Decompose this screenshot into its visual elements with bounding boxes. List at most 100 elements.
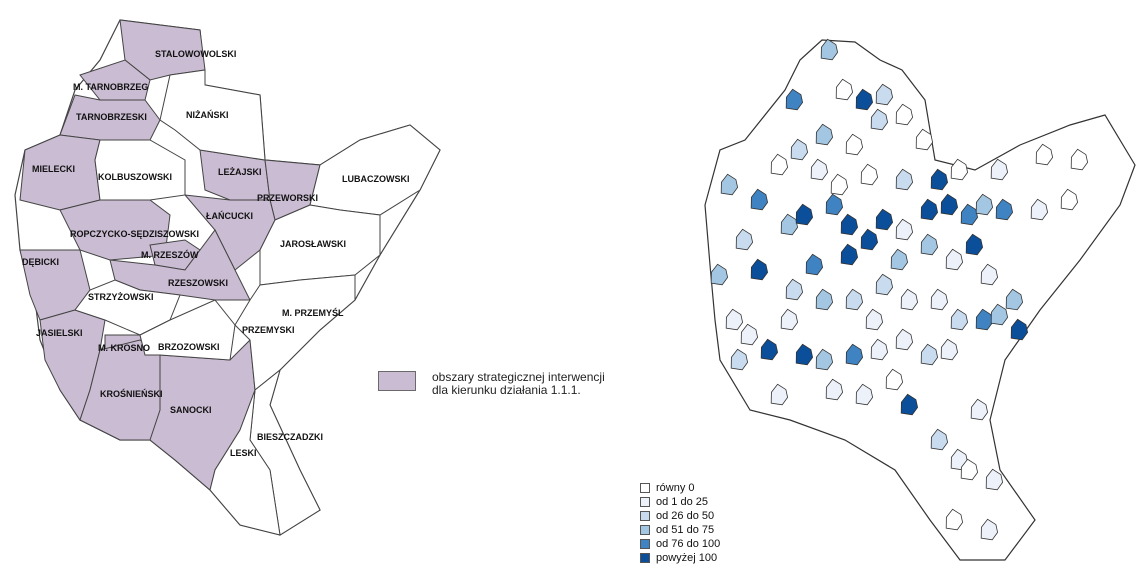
gmina-legend-row: od 76 do 100 — [640, 537, 720, 551]
label-kolbuszowski: KOLBUSZOWSKI — [98, 172, 172, 182]
gmina-cell — [845, 343, 864, 366]
label-przeworski: PRZEWORSKI — [257, 193, 318, 203]
gmina-cell — [1070, 148, 1089, 171]
gmina-cell — [995, 198, 1014, 221]
legend-swatch-3 — [640, 525, 650, 535]
gmina-cell — [1035, 143, 1054, 166]
gmina-cell — [840, 243, 859, 266]
gmina-cell — [795, 203, 814, 226]
gmina-cell — [750, 188, 769, 211]
gmina-cell — [735, 228, 754, 251]
gmina-cell — [1030, 198, 1049, 221]
legend-swatch-0 — [640, 483, 650, 493]
label-brzozowski: BRZOZOWSKI — [158, 342, 220, 352]
label-rzeszowski: RZESZOWSKI — [168, 278, 228, 288]
gmina-cell — [870, 108, 889, 131]
gmina-cell — [770, 153, 789, 176]
gmina-cell — [825, 193, 844, 216]
gmina-cell — [805, 253, 824, 276]
district-przemyski — [234, 274, 356, 391]
gmina-cell — [860, 163, 879, 186]
gmina-legend-row: powyżej 100 — [640, 551, 720, 565]
gmina-cell — [965, 233, 984, 256]
gmina-cell — [760, 338, 779, 361]
gmina-cell — [915, 128, 934, 151]
gmina-cell — [1010, 318, 1029, 341]
gmina-cell — [790, 138, 809, 161]
label-m-tarnobrzeg: M. TARNOBRZEG — [73, 82, 148, 92]
gmina-cell — [835, 78, 854, 101]
strategic-legend-text: obszary strategicznej interwencji dla ki… — [432, 371, 605, 397]
legend-label-3: od 51 do 75 — [656, 524, 715, 536]
district-leski — [209, 389, 281, 536]
gmina-cell — [980, 518, 999, 541]
gmina-cell — [845, 288, 864, 311]
gmina-cell — [920, 233, 939, 256]
gmina-legend-row: od 26 do 50 — [640, 509, 720, 523]
gmina-cell — [950, 308, 969, 331]
district-kolbuszowski — [94, 139, 186, 201]
gmina-cell — [945, 508, 964, 531]
label-lubaczowski: LUBACZOWSKI — [342, 174, 410, 184]
strategic-legend-line1: obszary strategicznej interwencji — [432, 370, 605, 384]
gmina-cell — [845, 133, 864, 156]
gmina-cell — [770, 383, 789, 406]
gmina-cell — [960, 458, 979, 481]
label-leski: LESKI — [230, 448, 257, 458]
gmina-cell — [920, 198, 939, 221]
legend-swatch-4 — [640, 539, 650, 549]
gmina-cell — [970, 398, 989, 421]
strategic-areas-map: STALOWOWOLSKI M. TARNOBRZEG TARNOBRZESKI… — [14, 19, 441, 536]
gmina-cell — [895, 103, 914, 126]
strategic-legend-swatch — [378, 371, 416, 391]
label-m-rzeszow: M. RZESZÓW — [141, 249, 199, 260]
label-przemyski: PRZEMYSKI — [242, 325, 295, 335]
gmina-cell — [840, 213, 859, 236]
gmina-cell — [985, 468, 1004, 491]
label-sanocki: SANOCKI — [170, 405, 212, 415]
legend-swatch-1 — [640, 497, 650, 507]
district-jaroslawski — [259, 204, 381, 286]
gmina-cell — [895, 218, 914, 241]
gmina-cell — [855, 88, 874, 111]
gmina-cell — [1005, 288, 1024, 311]
gmina-cell — [785, 88, 804, 111]
label-krosnienski: KROŚNIEŃSKI — [100, 388, 163, 399]
gmina-cell — [885, 368, 904, 391]
gmina-cell — [975, 193, 994, 216]
gmina-cell — [920, 343, 939, 366]
district-lubaczowski — [309, 124, 441, 216]
gmina-cell — [875, 273, 894, 296]
gmina-cell — [815, 288, 834, 311]
label-tarnobrzeski: TARNOBRZESKI — [76, 112, 147, 122]
gmina-cell — [820, 38, 839, 61]
strategic-legend: obszary strategicznej interwencji dla ki… — [378, 371, 618, 397]
legend-swatch-2 — [640, 511, 650, 521]
gmina-cell — [785, 278, 804, 301]
gmina-cell — [900, 288, 919, 311]
district-brzozowski — [139, 299, 236, 361]
label-nizanski: NIŻAŃSKI — [186, 110, 229, 120]
gmina-cell — [865, 308, 884, 331]
gmina-cell — [990, 158, 1009, 181]
label-m-krosno: M. KROSNO — [98, 343, 150, 353]
legend-label-5: powyżej 100 — [656, 552, 718, 564]
gmina-cell — [815, 348, 834, 371]
gmina-cell — [940, 193, 959, 216]
gmina-cell — [795, 343, 814, 366]
gmina-cell — [750, 258, 769, 281]
gmina-cell — [980, 263, 999, 286]
label-debicki: DĘBICKI — [22, 257, 59, 267]
gmina-legend-row: od 51 do 75 — [640, 523, 720, 537]
gmina-cell — [930, 168, 949, 191]
label-mielecki: MIELECKI — [32, 164, 75, 174]
gmina-cell — [720, 173, 739, 196]
legend-label-4: od 76 do 100 — [656, 538, 721, 550]
label-ropczycko: ROPCZYCKO-SĘDZISZOWSKI — [70, 229, 199, 239]
gmina-cell — [895, 328, 914, 351]
gmina-cell — [870, 338, 889, 361]
label-lancucki: ŁAŃCUCKI — [206, 211, 253, 221]
gmina-cell — [740, 323, 759, 346]
gmina-cell — [875, 83, 894, 106]
label-jaroslawski: JAROSŁAWSKI — [280, 239, 346, 249]
